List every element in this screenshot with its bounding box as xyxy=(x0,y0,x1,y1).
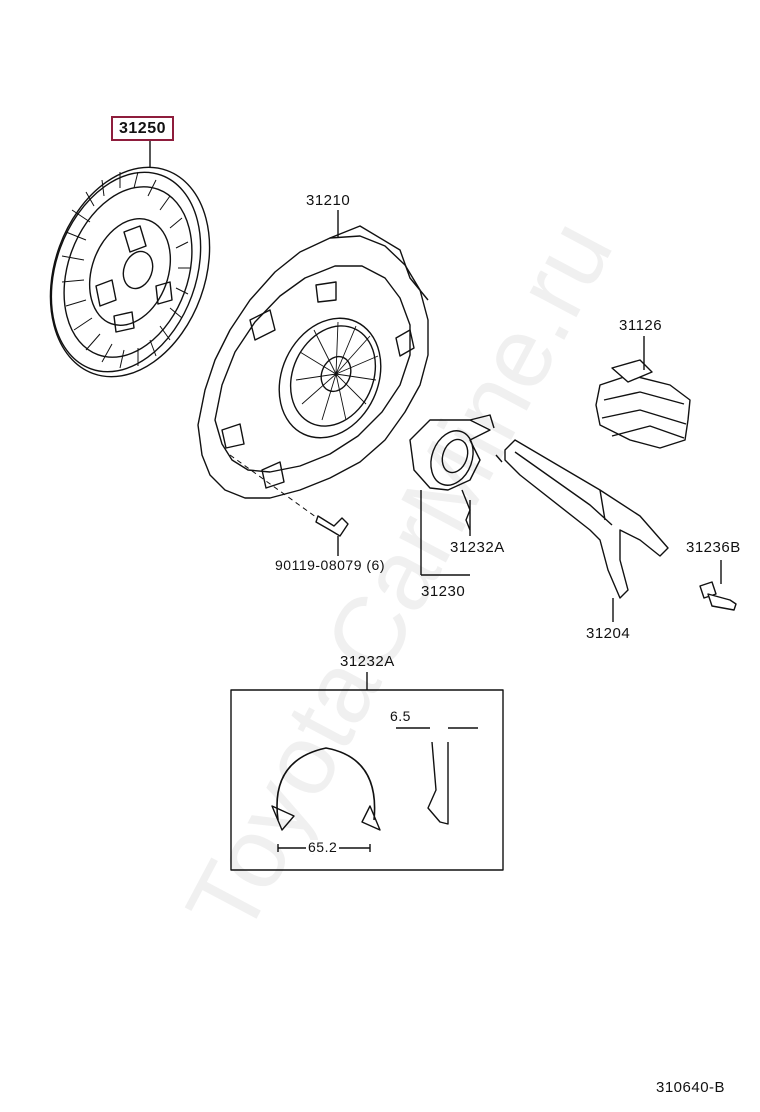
part-label-release-fork[interactable]: 31204 xyxy=(586,625,631,642)
part-label-release-bearing[interactable]: 31230 xyxy=(421,583,466,600)
clutch-disc-drawing xyxy=(49,140,211,378)
part-label-clip[interactable]: 31232A xyxy=(450,539,505,556)
release-fork-drawing xyxy=(504,439,669,622)
catalog-code: 310640-B xyxy=(656,1079,726,1096)
cover-bolt-drawing xyxy=(229,454,349,556)
part-label-boot[interactable]: 31126 xyxy=(619,317,663,334)
pivot-stud-drawing xyxy=(699,560,737,611)
release-bearing-drawing xyxy=(409,414,503,576)
clutch-cover-drawing xyxy=(197,210,429,499)
dimension-width: 65.2 xyxy=(306,839,340,855)
part-label-pivot[interactable]: 31236B xyxy=(686,539,741,556)
part-label-bolt[interactable]: 90119-08079 (6) xyxy=(275,557,385,573)
dimension-thickness: 6.5 xyxy=(390,708,411,724)
part-label-clutch-disc[interactable]: 31250 xyxy=(111,116,174,141)
clip-detail-inset xyxy=(230,672,504,871)
inset-title: 31232A xyxy=(340,653,395,670)
part-label-clutch-cover[interactable]: 31210 xyxy=(306,192,351,209)
fork-boot-drawing xyxy=(595,336,691,449)
